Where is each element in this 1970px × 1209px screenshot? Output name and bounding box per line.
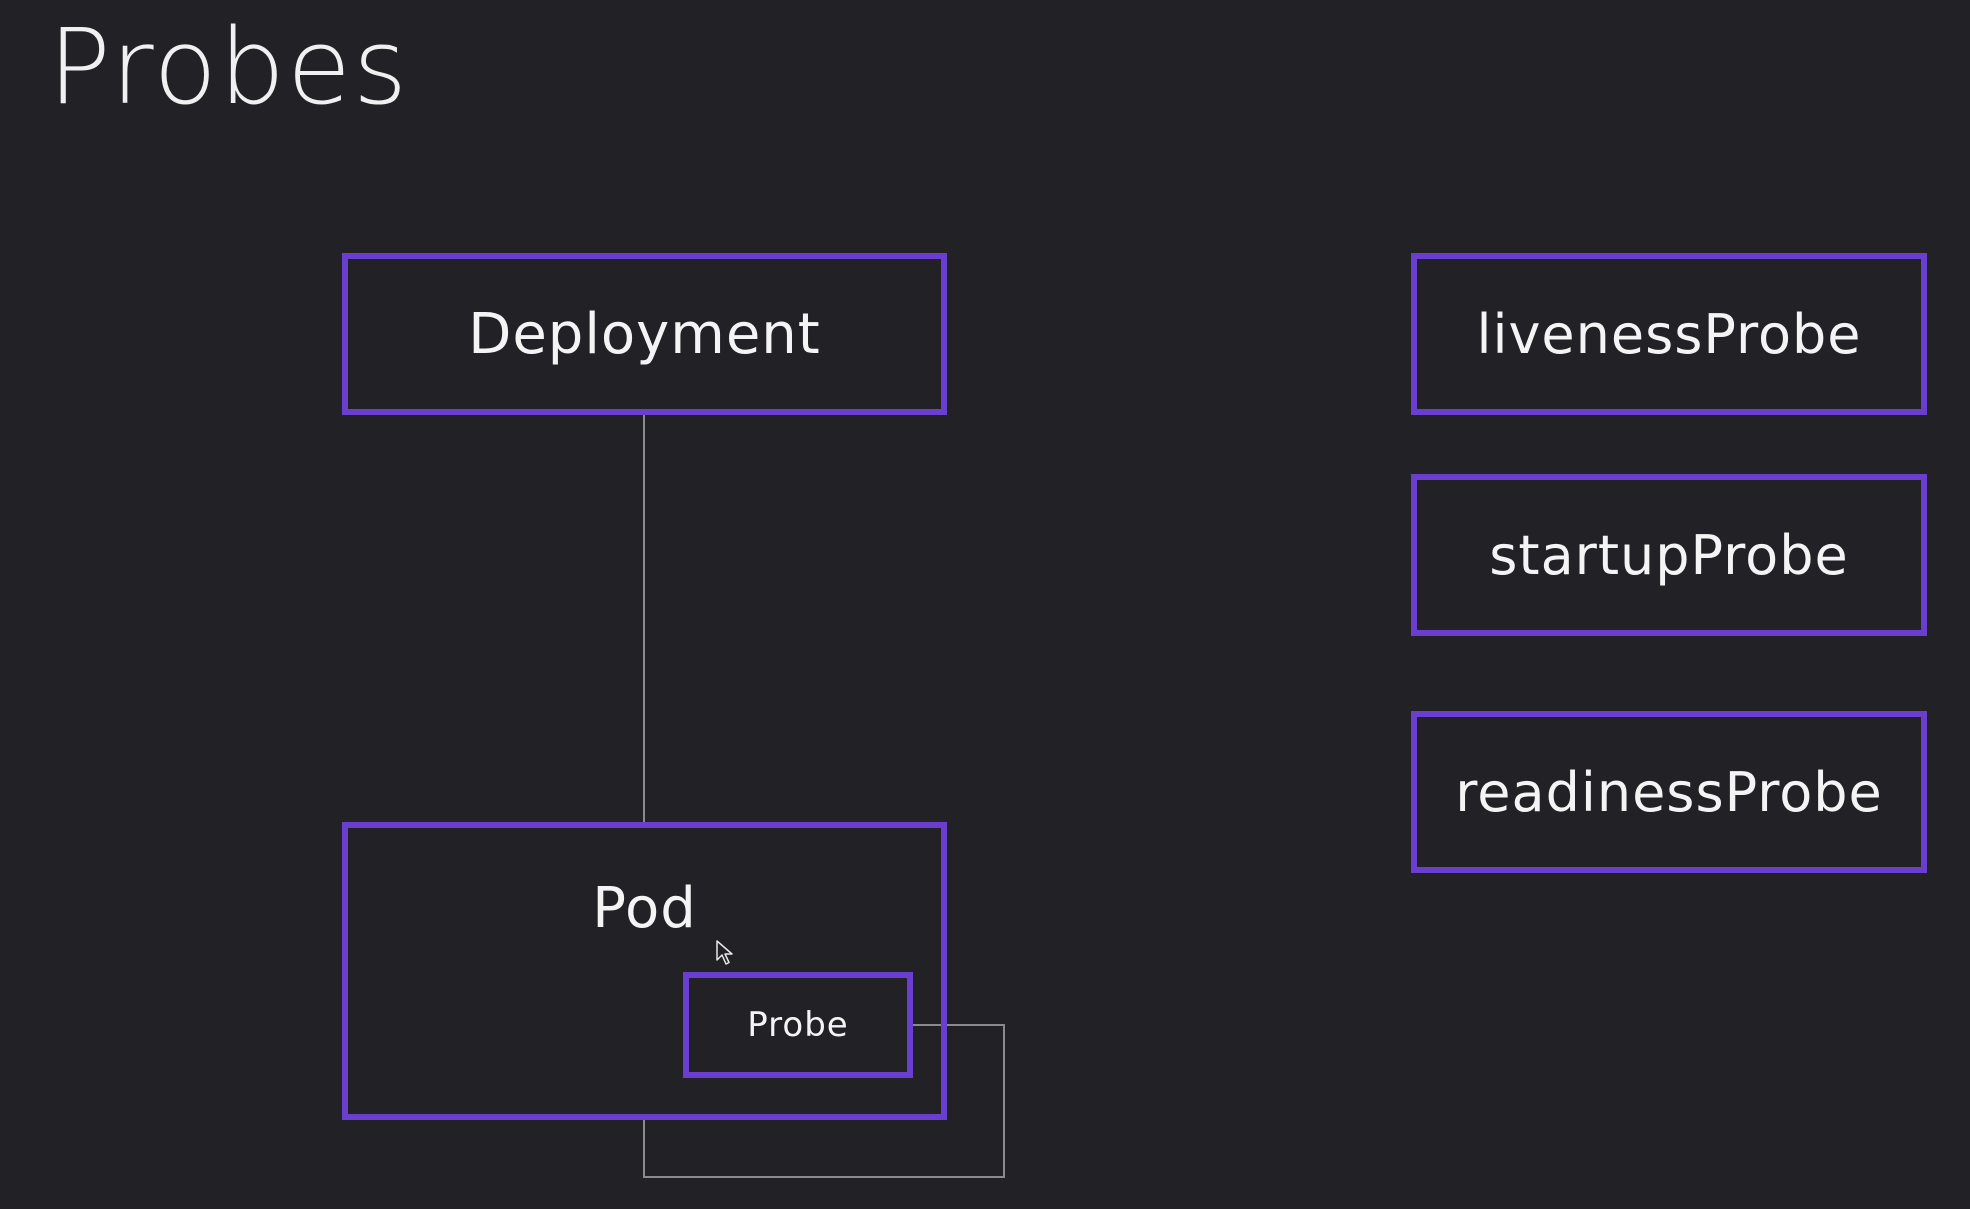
readiness-probe-label: readinessProbe bbox=[1455, 760, 1883, 824]
readiness-probe-box: readinessProbe bbox=[1411, 711, 1927, 873]
liveness-probe-label: livenessProbe bbox=[1476, 302, 1862, 366]
pod-label: Pod bbox=[592, 876, 697, 941]
mouse-pointer-icon bbox=[716, 940, 734, 970]
probe-label: Probe bbox=[747, 1005, 849, 1045]
startup-probe-label: startupProbe bbox=[1489, 523, 1849, 587]
page-title: Probes bbox=[48, 6, 410, 128]
liveness-probe-box: livenessProbe bbox=[1411, 253, 1927, 415]
deployment-label: Deployment bbox=[468, 301, 821, 367]
probe-box: Probe bbox=[683, 972, 913, 1078]
pod-box: Pod bbox=[342, 822, 947, 1120]
deployment-box: Deployment bbox=[342, 253, 947, 415]
startup-probe-box: startupProbe bbox=[1411, 474, 1927, 636]
